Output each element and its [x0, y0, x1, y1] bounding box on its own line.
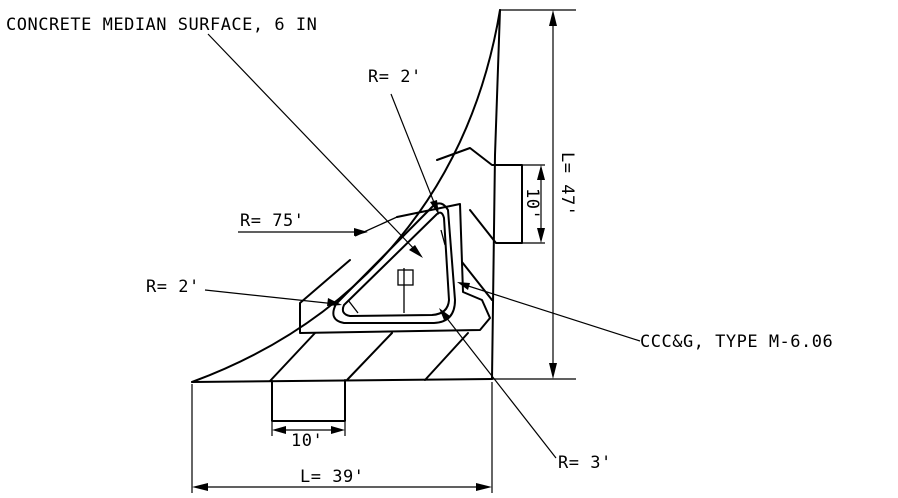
inner-diag	[440, 229, 446, 246]
left-radius-label: R= 2'	[146, 277, 200, 297]
stripe-hatching	[269, 261, 493, 382]
nose-tick	[347, 299, 359, 314]
horizontal-length-dimension	[191, 382, 493, 493]
center-block	[397, 269, 414, 286]
bottom-radius-label: R= 3'	[558, 453, 612, 473]
median-slab-outline	[299, 203, 491, 334]
surface-note-label: CONCRETE MEDIAN SURFACE, 6 IN	[6, 15, 317, 35]
curb-outer	[332, 202, 456, 324]
approach-radius-label: R= 75'	[240, 211, 304, 231]
horizontal-length-label: L= 39'	[300, 467, 364, 487]
vertical-length-label: L= 47'	[557, 152, 577, 216]
lower-offset-notch	[271, 379, 346, 422]
left-radius-leader	[204, 289, 342, 306]
top-radius-label: R= 2'	[368, 67, 422, 87]
bottom-edge	[191, 378, 493, 383]
notch-vertical-label: 10'	[522, 188, 542, 220]
notch-vertical-dimension	[522, 164, 545, 244]
vertical-length-dimension	[492, 9, 576, 380]
approach-radius-leader	[238, 228, 368, 236]
curb-leader	[457, 282, 641, 342]
right-edge	[491, 9, 501, 380]
bottom-radius-leader	[439, 308, 557, 459]
curb-inner	[341, 211, 450, 317]
curb-type-label: CCC&G, TYPE M-6.06	[640, 332, 833, 352]
notch-horizontal-dimension	[271, 422, 346, 436]
top-radius-leader	[390, 93, 439, 215]
surface-leader	[207, 33, 423, 258]
notch-horizontal-label: 10'	[291, 431, 323, 451]
